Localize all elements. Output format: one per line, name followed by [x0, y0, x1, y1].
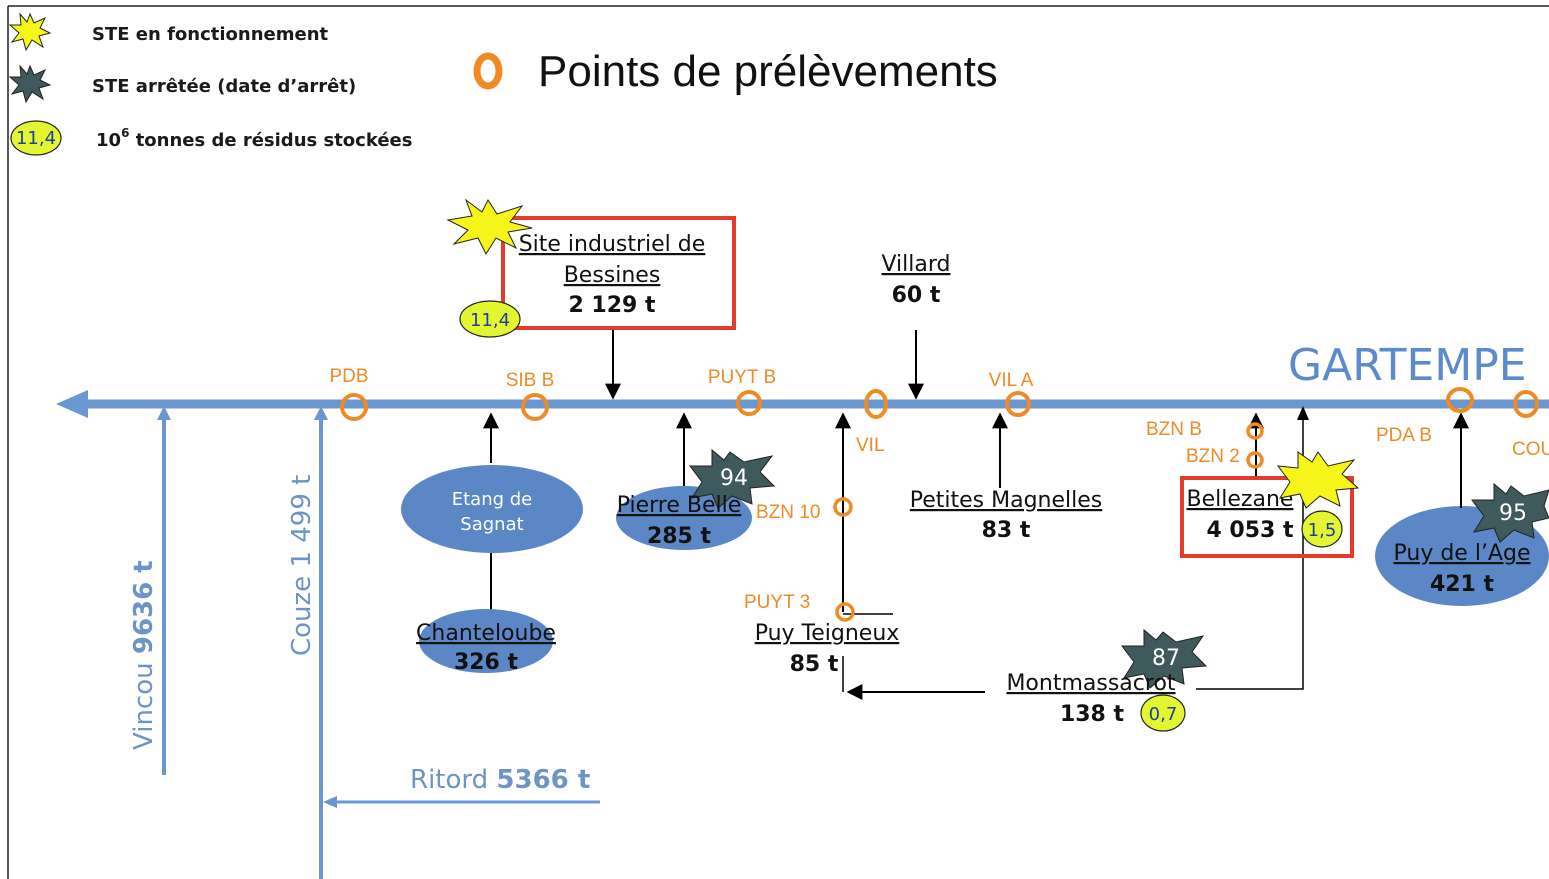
pierre-belle-year: 94 [720, 466, 748, 491]
site-chanteloube: Chanteloube 326 t [416, 609, 556, 675]
sample-label-puyt3: PUYT 3 [744, 592, 810, 613]
sample-ring-vil [864, 389, 888, 419]
sample-label-vila: VIL A [989, 370, 1034, 391]
sample-label-sibb: SIB B [506, 370, 555, 391]
stopped-burst-icon [8, 64, 52, 104]
villard-name: Villard [881, 252, 950, 277]
villard-tonnage: 60 t [892, 283, 941, 308]
montmassacrot-badge-value: 0,7 [1149, 704, 1178, 725]
puy-age-name: Puy de l’Age [1394, 541, 1531, 566]
pierre-belle-stopped-burst-icon [689, 448, 776, 509]
site-puy-age: 95 Puy de l’Age 421 t [1375, 412, 1549, 606]
site-pierre-belle: 94 Pierre Belle 285 t [616, 412, 776, 550]
etang-ellipse [401, 465, 583, 553]
legend-stored-label: 106 tonnes de résidus stockées [96, 126, 412, 151]
sample-ring-pdab [1446, 387, 1474, 413]
bessines-badge [459, 300, 521, 338]
sample-label-bzn10: BZN 10 [756, 502, 820, 523]
sample-ring-vila [1005, 391, 1031, 417]
bessines-tonnage: 2 129 t [568, 293, 656, 318]
sample-ring-bznb [1246, 422, 1264, 440]
ritord-arrow [323, 796, 337, 808]
gartempe-river: GARTEMPE [56, 340, 1549, 418]
puy-age-year: 95 [1499, 501, 1527, 526]
bellezane-tonnage: 4 053 t [1206, 518, 1294, 543]
chanteloube-tonnage: 326 t [454, 650, 519, 675]
river-arrowhead [56, 390, 88, 418]
chanteloube-ellipse [419, 609, 553, 673]
bellezane-name: Bellezane [1187, 487, 1294, 512]
site-etang-sagnat: Etang de Sagnat [401, 412, 583, 610]
sample-ring-bzn2 [1246, 451, 1264, 469]
sample-points: PDB SIB B PUYT B VIL VIL A BZN B BZN 2 B… [329, 366, 1549, 622]
bellezane-badge [1301, 510, 1343, 548]
sample-ring-pdb [340, 393, 368, 421]
chanteloube-name: Chanteloube [416, 621, 556, 646]
sample-label-bzn2: BZN 2 [1186, 446, 1240, 467]
site-bessines: Site industriel de Bessines 2 129 t 11,4 [446, 198, 736, 400]
legend-stopped-label: STE arrêtée (date d’arrêt) [92, 76, 356, 97]
bessines-frame [501, 216, 736, 330]
site-montmassacrot: 87 Montmassacrot 138 t 0,7 [846, 406, 1309, 732]
montmassacrot-tonnage: 138 t [1060, 702, 1125, 727]
puy-age-tonnage: 421 t [1430, 572, 1495, 597]
couze-label: Couze 1 499 t [287, 475, 317, 656]
legend-badge-value: 11,4 [16, 128, 56, 149]
bellezane-frame [1180, 476, 1354, 558]
sample-label-puytb: PUYT B [708, 367, 776, 388]
puy-teigneux-name: Puy Teigneux [755, 621, 900, 646]
montmassacrot-link-arrow [1297, 406, 1309, 420]
bessines-badge-value: 11,4 [470, 310, 510, 331]
bellezane-operating-burst-icon [1276, 451, 1360, 509]
puy-age-stopped-burst-icon [1471, 482, 1549, 543]
vincou-arrow [157, 406, 171, 420]
bessines-name-1: Site industriel de [519, 232, 706, 257]
sample-ring-icon [473, 52, 503, 90]
sample-label-bznb: BZN B [1146, 419, 1202, 440]
sample-ring-sibb [521, 393, 549, 421]
ritord-label: Ritord 5366 t [410, 765, 590, 795]
site-bellezane: Bellezane 4 053 t 1,5 [1180, 412, 1360, 558]
montmassacrot-stopped-burst-icon [1121, 628, 1208, 689]
points-title: Points de prélèvements [538, 47, 998, 96]
site-villard: Villard 60 t [881, 252, 951, 400]
sample-ring-puyt3 [835, 602, 855, 622]
sample-ring-cou [1513, 390, 1539, 418]
pierre-belle-name: Pierre Belle [617, 493, 742, 518]
montmassacrot-year: 87 [1152, 646, 1180, 671]
etang-line-1: Etang de [452, 489, 533, 510]
tributaries: Vincou 9636 t Couze 1 499 t Ritord 5366 … [129, 406, 600, 879]
bellezane-badge-value: 1,5 [1308, 520, 1337, 541]
montmassacrot-name: Montmassacrot [1006, 671, 1175, 696]
bessines-name-2: Bessines [564, 263, 661, 288]
river-name: GARTEMPE [1288, 340, 1527, 391]
pierre-belle-tonnage: 285 t [647, 524, 712, 549]
points-legend: Points de prélèvements [473, 47, 998, 96]
legend: STE en fonctionnement STE arrêtée (date … [8, 12, 412, 156]
sample-label-pdab: PDA B [1376, 425, 1432, 446]
petites-magnelles-tonnage: 83 t [982, 518, 1031, 543]
montmassacrot-link [1196, 414, 1304, 690]
sample-ring-puytb [736, 390, 762, 416]
bessines-operating-burst-icon [446, 198, 533, 256]
sample-label-cou: COU [1512, 439, 1549, 460]
legend-badge [10, 120, 62, 156]
montmassacrot-badge [1140, 694, 1186, 732]
site-petites-magnelles: Petites Magnelles 83 t [910, 412, 1103, 543]
sample-ring-bzn10 [833, 497, 853, 517]
site-puy-teigneux: Puy Teigneux 85 t [755, 412, 900, 692]
sample-label-vil: VIL [856, 435, 885, 456]
puy-teigneux-tonnage: 85 t [790, 652, 839, 677]
sample-label-pdb: PDB [329, 366, 368, 387]
couze-arrow [314, 406, 328, 420]
etang-line-2: Sagnat [460, 514, 523, 535]
vincou-label: Vincou 9636 t [129, 560, 159, 750]
petites-magnelles-name: Petites Magnelles [910, 488, 1103, 513]
legend-operating-label: STE en fonctionnement [92, 24, 329, 45]
operating-burst-icon [8, 12, 52, 52]
